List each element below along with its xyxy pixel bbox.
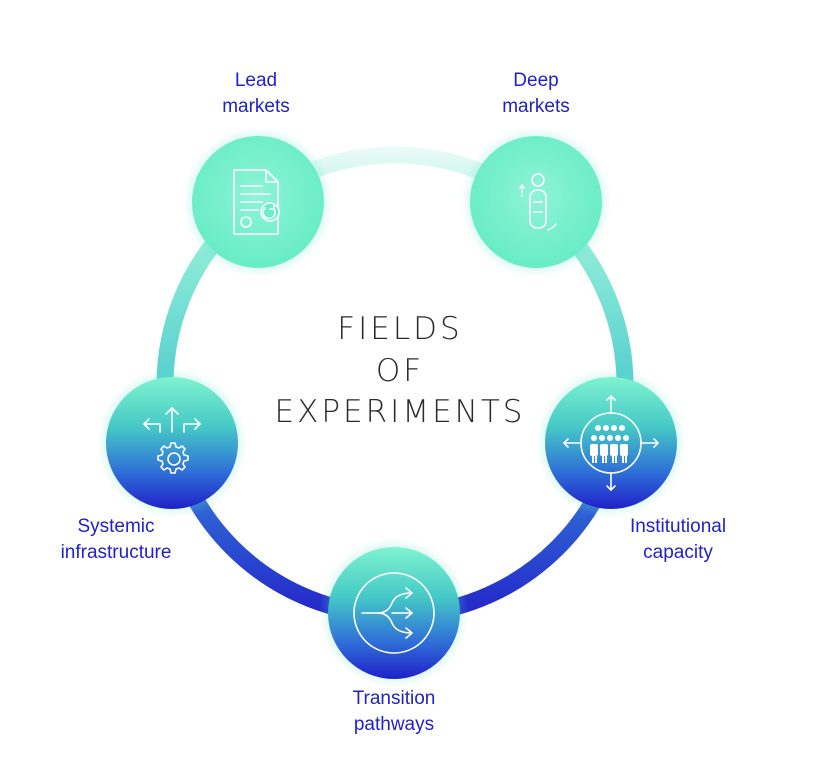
label-deep-markets: Deep markets: [470, 68, 602, 120]
label-systemic-infrastructure: Systemic infrastructure: [36, 514, 196, 566]
title-line-3: EXPERIMENTS: [274, 394, 526, 430]
label-systemic-infrastructure-line1: Systemic: [77, 516, 155, 537]
title-line-2: OF: [375, 353, 425, 389]
label-deep-markets-line1: Deep: [513, 70, 559, 91]
node-systemic-infrastructure: [97, 368, 247, 518]
gear-arrows-icon: [143, 407, 201, 474]
people-expand-icon: [563, 395, 659, 491]
node-transition-pathways: [319, 538, 469, 688]
label-transition-pathways: Transition pathways: [314, 686, 474, 738]
label-transition-pathways-line1: Transition: [352, 688, 436, 709]
label-transition-pathways-line2: pathways: [353, 714, 435, 735]
node-institutional-capacity: [536, 368, 686, 518]
label-institutional-capacity: Institutional capacity: [598, 514, 758, 566]
label-lead-markets-line2: markets: [222, 96, 290, 117]
node-lead-markets: [183, 127, 333, 277]
label-institutional-capacity-line2: capacity: [643, 542, 713, 563]
branching-arrows-icon: [353, 572, 435, 654]
label-lead-markets: Lead markets: [190, 68, 322, 120]
label-deep-markets-line2: markets: [502, 96, 570, 117]
label-lead-markets-line1: Lead: [234, 70, 278, 91]
node-deep-markets: [461, 127, 611, 277]
person-dimension-icon: [519, 173, 557, 231]
label-systemic-infrastructure-line2: infrastructure: [60, 542, 172, 563]
document-contract-icon: [233, 169, 280, 235]
title-line-1: FIELDS: [337, 311, 463, 347]
label-institutional-capacity-line1: Institutional: [629, 516, 727, 537]
